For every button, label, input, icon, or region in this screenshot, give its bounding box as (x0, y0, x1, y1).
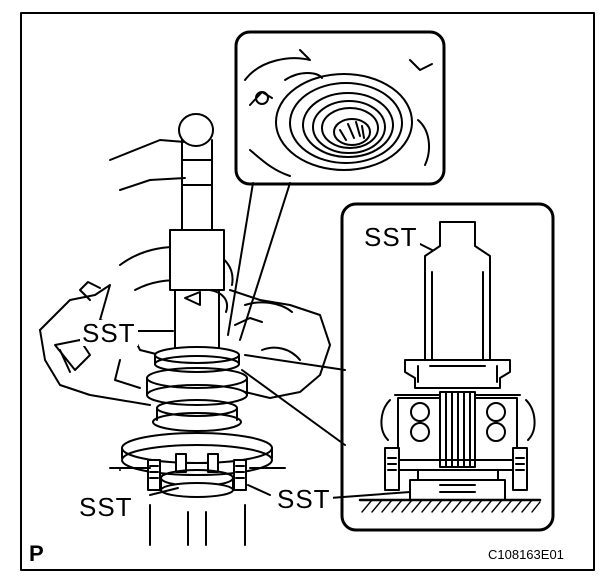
hub-bearing (121, 367, 273, 498)
hand-upper (109, 139, 186, 191)
steering-knuckle (39, 281, 331, 406)
inset-leader-right (239, 182, 291, 341)
sst-support-base (109, 467, 286, 546)
label-sst-inset: SST (362, 222, 420, 252)
label-sst-left: SST (80, 318, 138, 348)
bottom-right-sst-leader (247, 484, 271, 496)
bottom-left-sst-leader (149, 487, 179, 496)
bottom-right-sst-leader-inset (329, 491, 411, 499)
inset-leader-lower (241, 369, 346, 446)
inset-leader-left (227, 182, 254, 336)
label-sst-bottom-left: SST (77, 492, 135, 522)
label-sst-bottom-right: SST (275, 484, 333, 514)
figure-frame (20, 12, 595, 571)
hammer (178, 113, 214, 231)
sst-press-tool (154, 229, 240, 373)
inset-cross-section (241, 202, 555, 532)
label-corner-p: P (29, 541, 44, 566)
inset-top (234, 30, 446, 186)
inset-leader-upper (244, 354, 346, 371)
figure-code: C108163E01 (488, 547, 564, 562)
